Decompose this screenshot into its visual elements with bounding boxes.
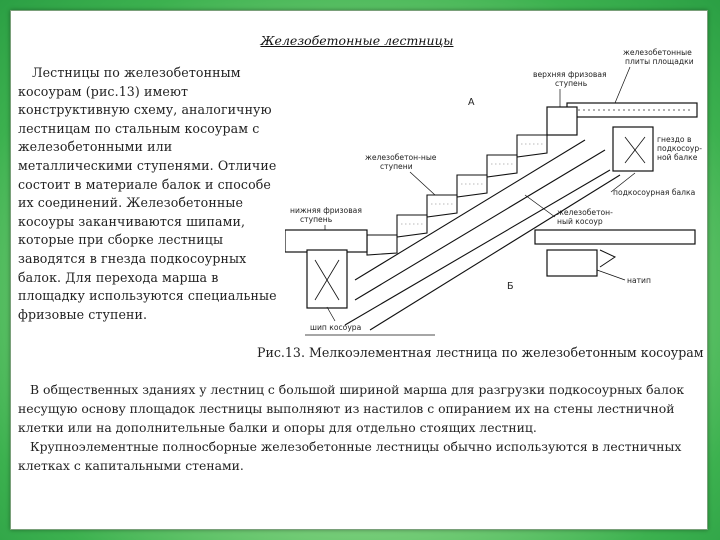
rc-stringer: [344, 139, 621, 331]
upper-frieze-step: [546, 106, 578, 136]
nest-upper-beam: [612, 126, 654, 172]
label-landing-support: натип: [627, 276, 651, 285]
bottom-text: В общественных зданиях у лестниц с больш…: [18, 380, 708, 475]
label-nest-1: гнездо в: [657, 135, 692, 144]
bottom-beam: [306, 249, 348, 309]
staircase-diagram: железобетонные плиты площадки верхняя фр…: [285, 48, 702, 336]
marker-b: Б: [507, 281, 514, 292]
label-top-right-1: железобетонные: [623, 48, 692, 57]
label-upper-frieze-2: ступень: [555, 79, 588, 88]
label-top-right-2: плиты площадки: [625, 57, 694, 66]
bottom-paragraph-1: В общественных зданиях у лестниц с больш…: [18, 382, 685, 435]
stair-steps: [366, 134, 548, 256]
left-paragraph: Лестницы по железобетонным косоурам (рис…: [18, 65, 277, 322]
top-landing-slab: [566, 102, 698, 118]
label-rc-steps-2: ступени: [380, 162, 413, 171]
marker-a: А: [468, 97, 475, 108]
figure-caption: Рис.13. Мелкоэлементная лестница по желе…: [257, 345, 704, 360]
landing-support: [546, 249, 598, 277]
bottom-paragraph-2: Крупноэлементные полносборные железобето…: [18, 439, 682, 473]
label-rc-stringer-2: ный косоур: [557, 217, 603, 226]
lower-frieze-step: [285, 229, 368, 253]
label-lower-frieze-1: нижняя фризовая: [290, 206, 362, 215]
right-landing-slab: [534, 229, 696, 245]
label-nest-3: ной балке: [657, 153, 698, 162]
label-beam: подкосоурная балка: [613, 188, 695, 197]
label-lower-frieze-2: ступень: [300, 215, 333, 224]
label-nest-2: подкосоур-: [657, 144, 702, 153]
label-rc-steps-1: железобетон-ные: [365, 153, 437, 162]
page-title: Железобетонные лестницы: [260, 33, 454, 48]
label-stringer-tenon: шип косоура: [310, 323, 361, 332]
label-upper-frieze-1: верхняя фризовая: [533, 70, 607, 79]
label-rc-stringer-1: железобетон-: [557, 208, 613, 217]
